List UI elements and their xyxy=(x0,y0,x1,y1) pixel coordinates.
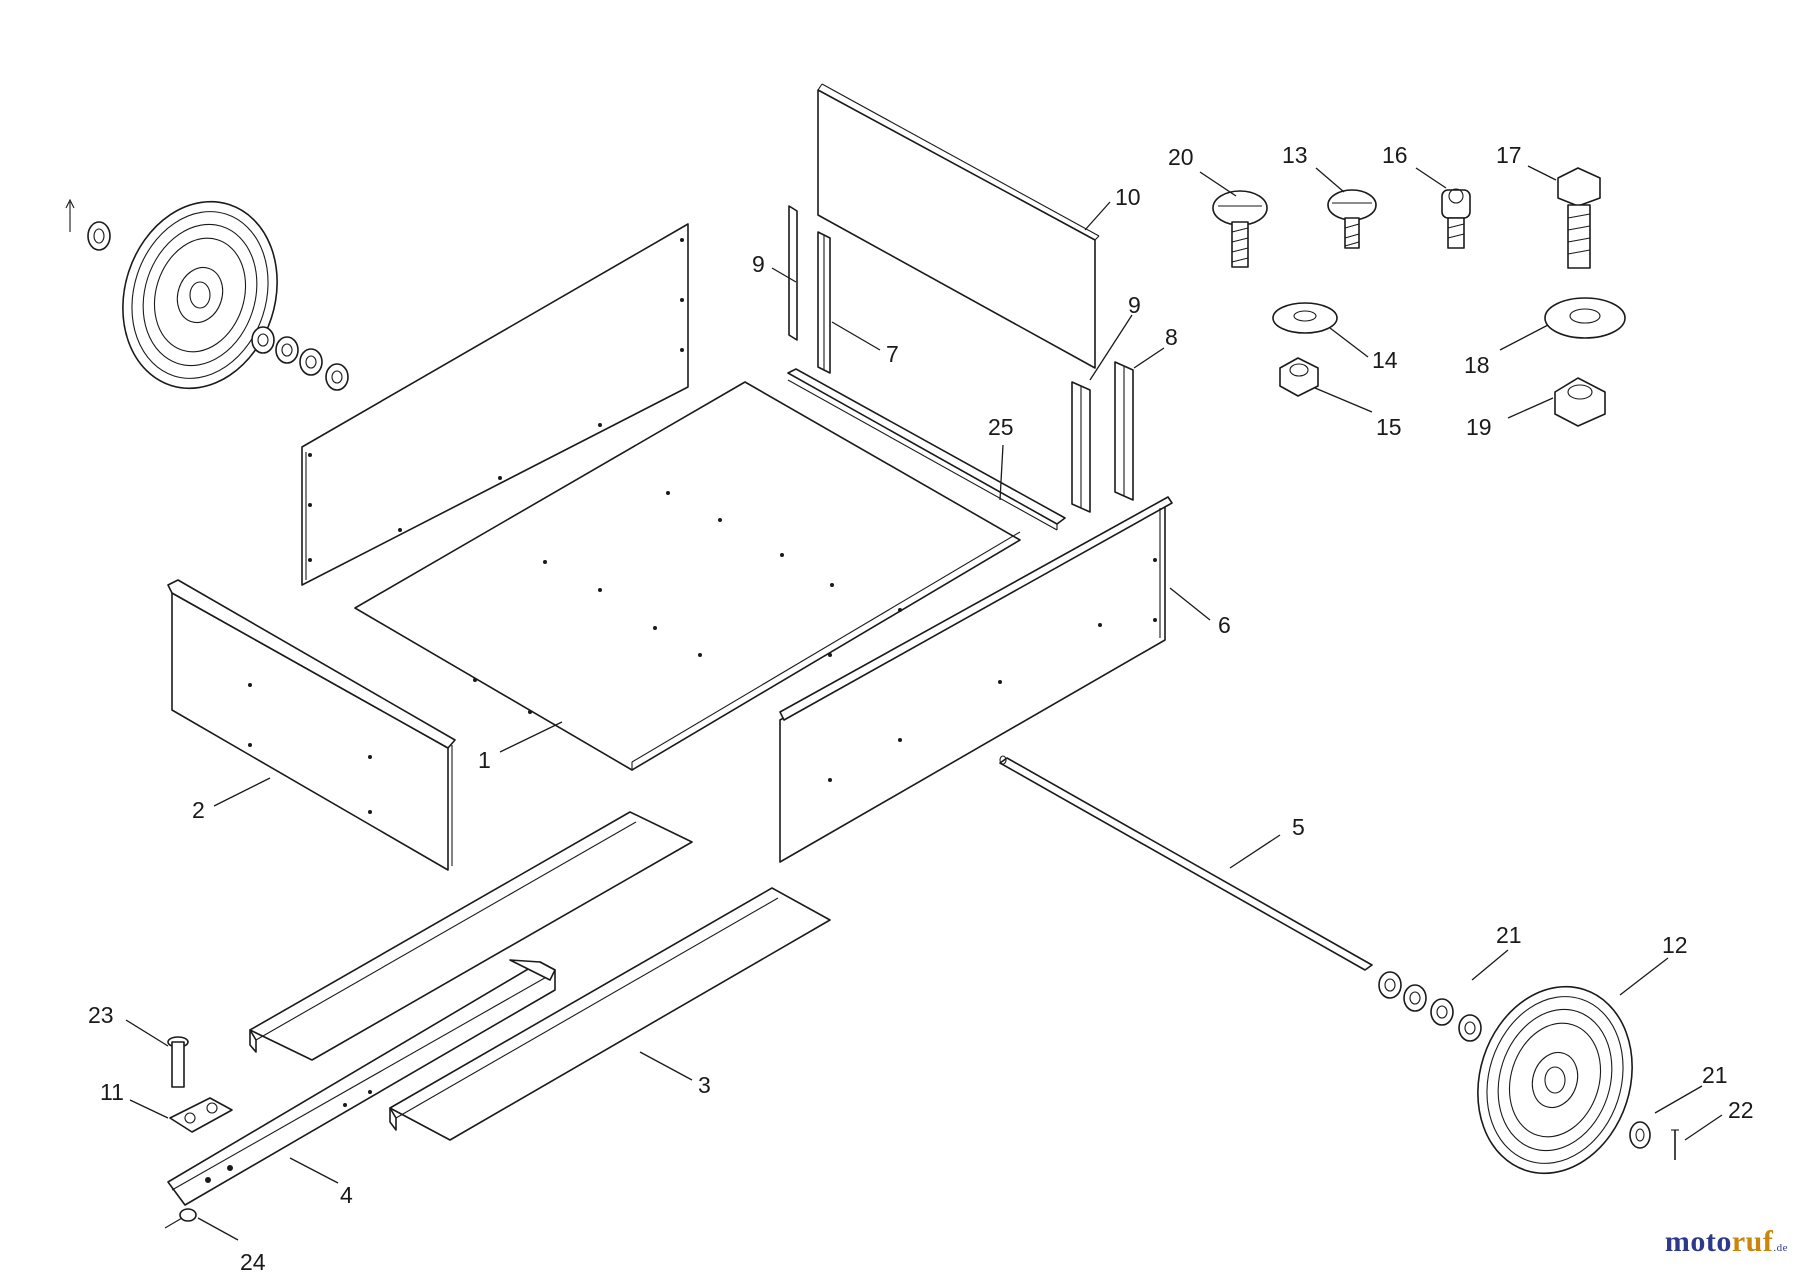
hitch-pin xyxy=(167,1036,189,1088)
callout-11: 11 xyxy=(100,1079,124,1105)
axle-rod xyxy=(999,755,1373,971)
washer-14 xyxy=(1272,302,1338,334)
callout-8: 8 xyxy=(1165,324,1178,350)
callout-20: 20 xyxy=(1168,144,1194,170)
callout-9b: 9 xyxy=(1128,292,1141,318)
callout-22: 22 xyxy=(1728,1097,1754,1123)
socket-screw-16 xyxy=(1441,188,1471,249)
upright-post-right xyxy=(1071,361,1134,513)
cotter-pin xyxy=(164,1208,197,1229)
callout-17: 17 xyxy=(1496,142,1522,168)
hex-bolt-17 xyxy=(1557,167,1601,269)
callout-15: 15 xyxy=(1376,414,1402,440)
callout-10: 10 xyxy=(1115,184,1141,210)
front-board xyxy=(817,83,1100,369)
callout-1: 1 xyxy=(478,747,491,773)
callout-2: 2 xyxy=(192,797,205,823)
callout-3: 3 xyxy=(698,1072,711,1098)
side-panel-left xyxy=(167,579,456,871)
callout-19: 19 xyxy=(1466,414,1492,440)
carriage-bolt-13 xyxy=(1327,189,1377,249)
callout-24: 24 xyxy=(240,1249,266,1275)
callout-23: 23 xyxy=(88,1002,114,1028)
callout-9a: 9 xyxy=(752,251,765,277)
hitch-bracket xyxy=(169,1097,233,1133)
cross-rail xyxy=(787,368,1066,531)
channel-rail-upper xyxy=(249,811,693,1061)
right-wheel-assembly xyxy=(1378,971,1679,1175)
left-wheel-assembly xyxy=(65,198,349,391)
callout-18: 18 xyxy=(1464,352,1490,378)
leader-lines xyxy=(125,165,1723,1241)
washer-18 xyxy=(1544,297,1626,339)
callout-6: 6 xyxy=(1218,612,1231,638)
side-panel-right xyxy=(779,496,1173,863)
upright-post-left xyxy=(788,205,831,374)
nut-15 xyxy=(1279,357,1319,397)
callout-16: 16 xyxy=(1382,142,1408,168)
drawbar xyxy=(167,959,556,1206)
side-panel-rear xyxy=(301,223,689,586)
callout-4: 4 xyxy=(340,1182,353,1208)
channel-rail-lower xyxy=(389,887,831,1141)
brand-watermark-logo: motoruf.de xyxy=(1664,1225,1788,1258)
nut-19 xyxy=(1554,377,1606,427)
carriage-bolt-20 xyxy=(1212,190,1268,268)
callout-labels: 20 13 16 17 10 9 7 9 8 14 18 15 19 25 6 … xyxy=(88,142,1754,1275)
callout-14: 14 xyxy=(1372,347,1398,373)
floor-panel xyxy=(354,381,1021,771)
callout-7: 7 xyxy=(886,341,899,367)
callout-13: 13 xyxy=(1282,142,1308,168)
callout-21a: 21 xyxy=(1496,922,1522,948)
callout-5: 5 xyxy=(1292,814,1305,840)
callout-25: 25 xyxy=(988,414,1014,440)
callout-21b: 21 xyxy=(1702,1062,1728,1088)
callout-12: 12 xyxy=(1662,932,1688,958)
